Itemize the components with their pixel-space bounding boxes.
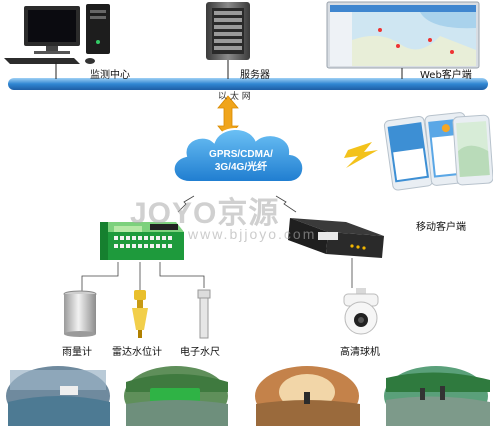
- lightning-icon: [344, 142, 378, 168]
- watermark-brand: JOYO京源: [130, 197, 280, 230]
- rain-gauge-sensor: [63, 290, 97, 337]
- cloud-text: GPRS/CDMA/ 3G/4G/光纤: [180, 148, 302, 174]
- monitor-center-computer: [4, 4, 110, 64]
- radar-level-label: 雷达水位计: [112, 347, 162, 358]
- scene-photo-flooded-bus: [124, 366, 228, 426]
- electronic-gauge-label: 电子水尺: [180, 347, 220, 358]
- radar-level-sensor: [132, 290, 148, 338]
- network-cloud: [172, 128, 305, 183]
- cloud-text-line1: GPRS/CDMA/: [209, 149, 273, 160]
- ethernet-label: 以 太 网: [218, 92, 251, 102]
- server-tower: [206, 2, 250, 60]
- web-client-monitor: [326, 1, 480, 69]
- rtu-device: [100, 222, 184, 260]
- wireless-links: [177, 195, 297, 213]
- mobile-phones: [383, 112, 493, 191]
- cloud-text-line2: 3G/4G/光纤: [214, 162, 268, 173]
- web-client-label: Web客户端: [420, 70, 472, 81]
- mobile-client-label: 移动客户端: [416, 222, 466, 233]
- scene-photo-flooded-street: [6, 366, 110, 426]
- ethernet-bus: [8, 60, 488, 90]
- server-label: 服务器: [240, 70, 270, 81]
- monitor-center-label: 监测中心: [90, 70, 130, 81]
- rain-gauge-label: 雨量计: [62, 347, 92, 358]
- sensor-wires: [81, 262, 205, 292]
- hd-camera-device: [343, 288, 379, 335]
- scene-photo-flooded-tunnel: [255, 366, 360, 426]
- hd-camera-label: 高清球机: [340, 347, 380, 358]
- video-server-device: [288, 218, 384, 288]
- watermark-url: www.bjjoyo.com: [188, 226, 317, 242]
- scene-photo-flooded-road: [384, 366, 490, 426]
- electronic-gauge-sensor: [197, 289, 211, 339]
